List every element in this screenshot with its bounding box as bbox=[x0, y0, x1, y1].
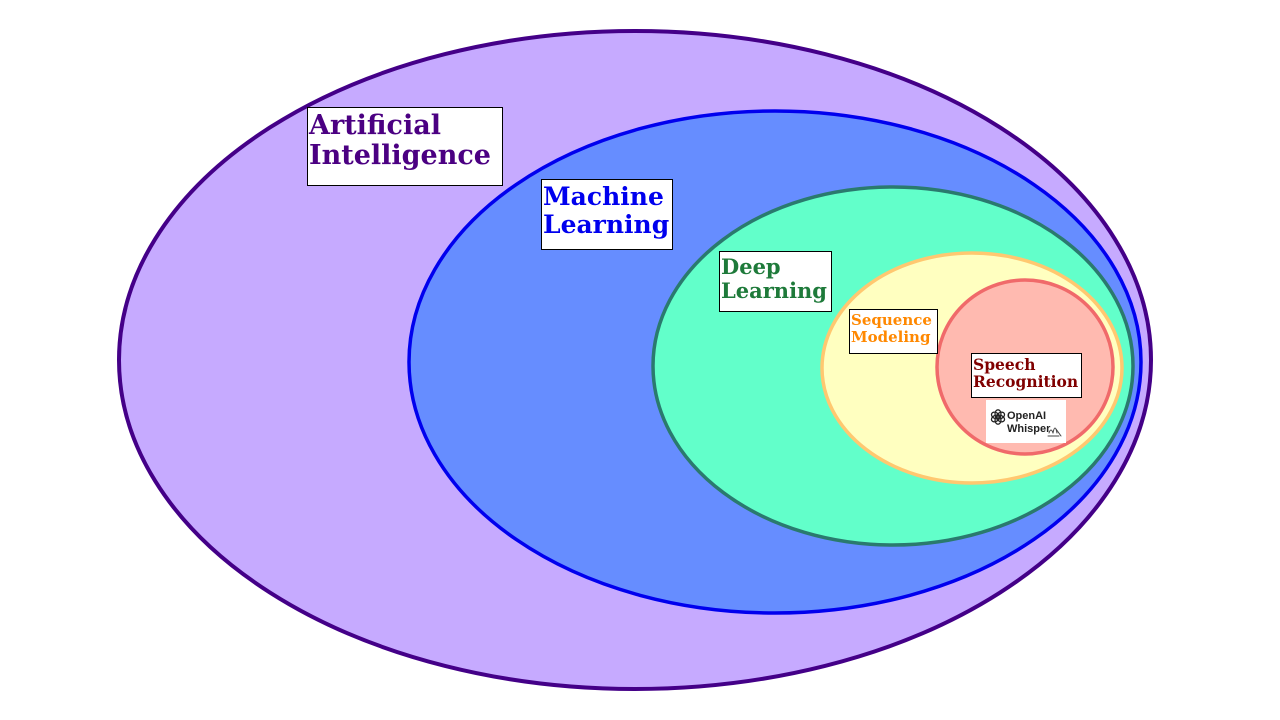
ai-label: Artificial Intelligence bbox=[307, 107, 503, 186]
logo-brand-text: OpenAI bbox=[1007, 410, 1047, 422]
sm-label: Sequence Modeling bbox=[849, 309, 938, 354]
dl-label: Deep Learning bbox=[719, 251, 832, 312]
sm-label-line-2: Modeling bbox=[851, 327, 931, 346]
dl-label-line-2: Learning bbox=[721, 277, 827, 303]
whisper-soundwave-icon bbox=[1047, 427, 1062, 437]
ml-label: Machine Learning bbox=[541, 179, 673, 250]
ai-label-line-2: Intelligence bbox=[309, 140, 491, 172]
ml-label-line-1: Machine bbox=[543, 182, 664, 211]
sr-label-line-1: Speech bbox=[973, 355, 1036, 374]
sm-label-line-1: Sequence bbox=[851, 311, 932, 329]
ai-label-line-1: Artificial bbox=[309, 110, 441, 141]
ml-label-line-2: Learning bbox=[543, 210, 670, 239]
logo-product-text: Whisper bbox=[1007, 422, 1051, 435]
logo-wordmark: OpenAI Whisper bbox=[1007, 410, 1050, 435]
openai-whisper-logo: OpenAI Whisper bbox=[986, 400, 1066, 443]
sr-label: Speech Recognition bbox=[971, 353, 1082, 398]
openai-knot-icon bbox=[990, 409, 1006, 425]
sr-label-line-2: Recognition bbox=[973, 372, 1079, 392]
dl-label-line-1: Deep bbox=[721, 254, 781, 279]
